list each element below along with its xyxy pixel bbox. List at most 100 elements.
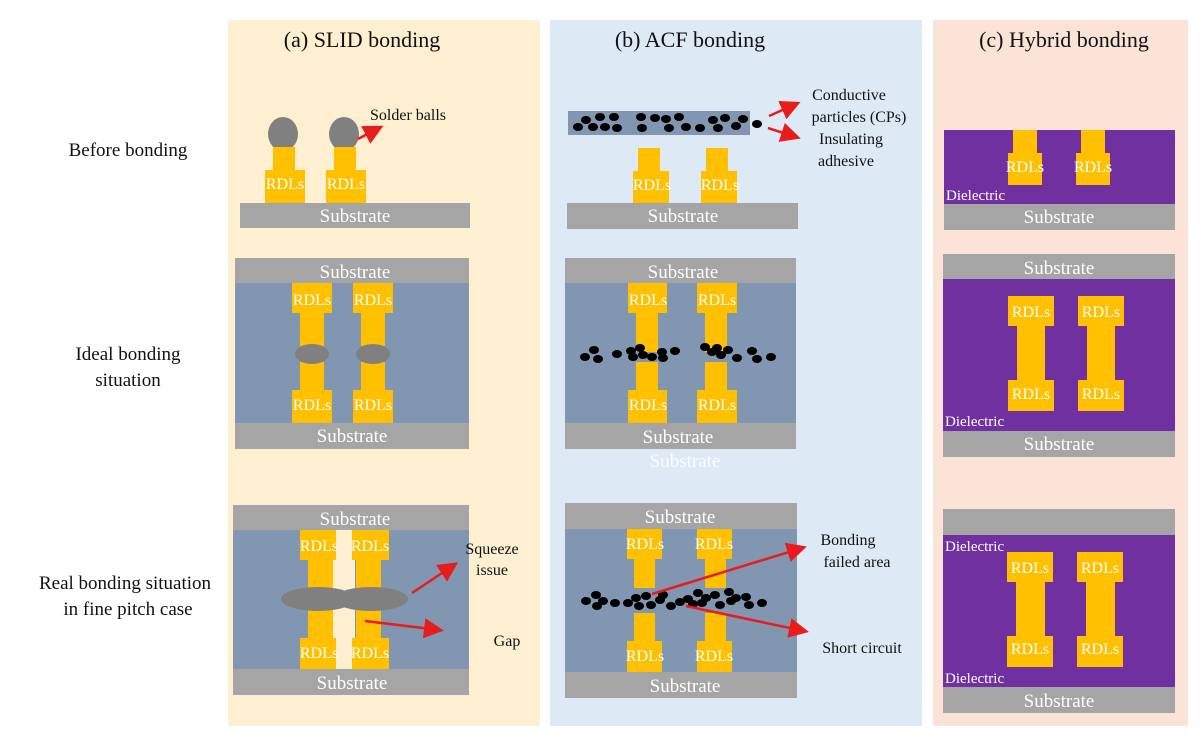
rdl-label: RDLs (1012, 304, 1050, 321)
gap-arrow (364, 618, 444, 639)
conductive-particle (580, 353, 590, 361)
conductive-particle (766, 353, 776, 361)
substrate-label: Substrate (317, 673, 388, 694)
dielectric-label: Dielectric (945, 539, 1004, 555)
slid-real: Substrate RDLs RDLs RDLs RDLs Substrate … (233, 505, 520, 695)
rdl-label: RDLs (698, 397, 736, 414)
rdl-pad (697, 641, 732, 672)
conductive-particle (634, 602, 644, 610)
rdl-pillar (356, 558, 381, 592)
substrate (233, 669, 469, 695)
rdl-label: RDLs (1006, 159, 1044, 176)
rdl-pillar (1016, 581, 1045, 637)
solder-joint (356, 344, 390, 364)
conductive-particle (612, 124, 622, 132)
conductive-particle (757, 599, 767, 607)
dielectric-label: Dielectric (945, 414, 1004, 430)
conductive-particle (612, 350, 622, 358)
rdl-pad (697, 529, 732, 559)
rdl-pad (292, 283, 332, 313)
short-circuit-arrow (685, 604, 809, 638)
conductive-particle (658, 591, 668, 599)
conductive-particle (658, 354, 668, 362)
conductive-particle (664, 124, 674, 132)
rdl-label: RDLs (1082, 386, 1120, 403)
substrate-label: Substrate (1024, 434, 1095, 455)
rdl-pad (1008, 380, 1054, 411)
substrate (944, 204, 1175, 230)
rdl-pillar (1017, 325, 1045, 381)
underfill (235, 283, 469, 423)
conductive-particle (666, 602, 676, 610)
rdl-pillar (705, 613, 726, 643)
rdl-pad (1078, 380, 1124, 411)
conductive-particle (661, 115, 671, 123)
slid-before: RDLs RDLs Substrate Solder balls (240, 107, 470, 228)
rdl-label: RDLs (695, 536, 733, 553)
conductive-particle (581, 116, 591, 124)
hybrid-before: RDLs RDLs Dielectric Substrate (944, 130, 1175, 230)
rdl-pillar (334, 147, 356, 171)
annotation-squeeze-issue-1: Squeeze (465, 541, 518, 558)
rdl-label: RDLs (351, 538, 389, 555)
squeezed-solder (281, 587, 355, 611)
rdl-pillar (706, 148, 728, 172)
conductive-particle (588, 123, 598, 131)
rdl-label: RDLs (698, 292, 736, 309)
rdl-pillar (636, 312, 658, 352)
rdl-pad (352, 638, 389, 669)
rdl-pad (697, 283, 737, 313)
panel-title-acf: (b) ACF bonding (615, 27, 765, 52)
conductive-particle (675, 598, 685, 606)
conductive-particle (720, 114, 730, 122)
conductive-particle (744, 601, 754, 609)
row-label-ideal-1: Ideal bonding (75, 344, 181, 365)
substrate-label: Substrate (645, 507, 716, 528)
substrate-label: Substrate (320, 509, 391, 530)
row-label-real-2: in fine pitch case (63, 599, 192, 620)
conductive-particle (747, 347, 757, 355)
substrate-label: Substrate (650, 676, 721, 697)
acf-ideal: Substrate RDLs RDLs RDLs RDLs Substrate … (565, 258, 796, 472)
substrate-label: Substrate (320, 206, 391, 227)
rdl-pad (300, 638, 336, 669)
rdl-pillar (638, 148, 660, 172)
rdl-pad (1076, 153, 1110, 185)
annotation-conductive-2: particles (CPs) (812, 109, 907, 126)
rdl-pad (1078, 296, 1124, 326)
rdl-pad (353, 390, 393, 423)
rdl-pillar (361, 362, 385, 392)
slid-ideal: Substrate RDLs RDLs RDLs RDLs Substrate (235, 258, 469, 449)
rdl-label: RDLs (351, 645, 389, 662)
conductive-particle (716, 351, 726, 359)
rdl-pad (300, 530, 336, 560)
conductive-particle (693, 589, 703, 597)
conductive-particle (598, 597, 608, 605)
conductive-particle (752, 120, 762, 128)
substrate (567, 203, 798, 229)
rdl-pad (627, 641, 662, 672)
dielectric (943, 535, 1175, 687)
conductive-particle (713, 124, 723, 132)
rdl-pillar (705, 312, 727, 352)
rdl-pad (1008, 296, 1054, 326)
conductive-particle (701, 594, 711, 602)
substrate (565, 423, 796, 449)
conductive-particle (731, 122, 741, 130)
dielectric-label: Dielectric (945, 671, 1004, 687)
conductive-particle (623, 599, 633, 607)
conductive-particle (626, 347, 636, 355)
acf-real: Substrate RDLs RDLs RDLs RDLs Substrate … (565, 503, 902, 698)
rdl-label: RDLs (354, 397, 392, 414)
rdl-pillar (308, 558, 333, 592)
substrate (233, 505, 469, 530)
rdl-pad (1007, 552, 1053, 582)
rdl-label: RDLs (293, 397, 331, 414)
substrate (565, 258, 796, 283)
substrate-label: Substrate (1024, 258, 1095, 279)
conductive-particle (609, 113, 619, 121)
conductive-particle (657, 348, 667, 356)
substrate-label: Substrate (648, 206, 719, 227)
rdl-label: RDLs (293, 292, 331, 309)
conductive-particle (710, 591, 720, 599)
